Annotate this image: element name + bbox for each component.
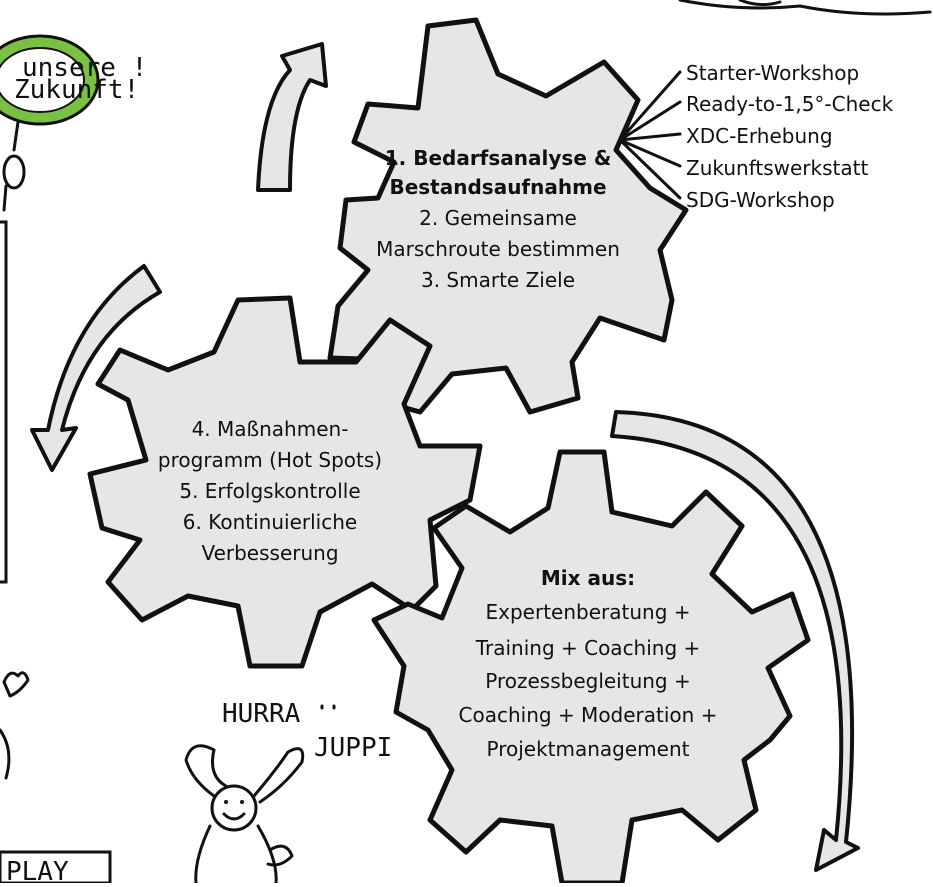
gear-left-line-5: Verbesserung [201, 541, 338, 565]
gear-left-line-2: programm (Hot Spots) [158, 448, 382, 472]
gear-top-line-1: 2. Gemeinsame [419, 206, 577, 230]
sign: unsere ! Zukunft! [0, 34, 147, 212]
gear-top-bold-1: 1. Bedarfsanalyse & [385, 146, 612, 170]
gear-right-line-2: Training + Coaching + [475, 636, 701, 660]
sign-line1: unsere ! [22, 53, 147, 83]
sign-line2: Zukunft! [14, 75, 139, 105]
cheer-word-1: HURRA [222, 699, 301, 729]
corner-box [0, 850, 112, 885]
cycle-arrow-right [610, 410, 860, 872]
cycle-arrow-left [30, 264, 162, 472]
gear-top-bold-2: Bestandsaufnahme [389, 175, 606, 199]
heart-doodle [2, 671, 30, 698]
gear-right-line-1: Expertenberatung + [486, 600, 691, 624]
gear-left-line-4: 6. Kontinuierliche [183, 510, 357, 534]
gear-right-line-4: Coaching + Moderation + [459, 703, 718, 727]
checklist-item-5: SDG-Workshop [686, 188, 835, 212]
top-scribble [678, 0, 932, 16]
checklist-item-3: XDC-Erhebung [686, 124, 833, 148]
gear-top [327, 17, 689, 415]
gear-top-line-2: Marschroute bestimmen [376, 237, 620, 261]
corner-text: PLAY [6, 857, 69, 883]
cheer-word-2: JUPPI [314, 733, 392, 763]
whiteboard-frame [0, 220, 8, 584]
cycle-arrow-top [256, 42, 328, 192]
gear-left [87, 295, 483, 669]
gear-right-bold: Mix aus: [541, 566, 635, 590]
gear-left-line-1: 4. Maßnahmen- [192, 417, 349, 441]
gear-top-line-3: 3. Smarte Ziele [421, 268, 575, 292]
gear-right-line-5: Projektmanagement [487, 737, 690, 761]
checklist-item-1: Starter-Workshop [686, 61, 859, 85]
gear-left-line-3: 5. Erfolgskontrolle [179, 479, 360, 503]
checklist-connectors [618, 70, 682, 200]
gear-right-line-3: Prozessbegleitung + [485, 669, 691, 693]
cheering-figure: HURRA JUPPI [184, 699, 392, 885]
checklist-item-4: Zukunftswerkstatt [686, 156, 868, 180]
checklist-item-2: Ready-to-1,5°-Check [686, 92, 894, 116]
figure-doodle [0, 728, 11, 780]
